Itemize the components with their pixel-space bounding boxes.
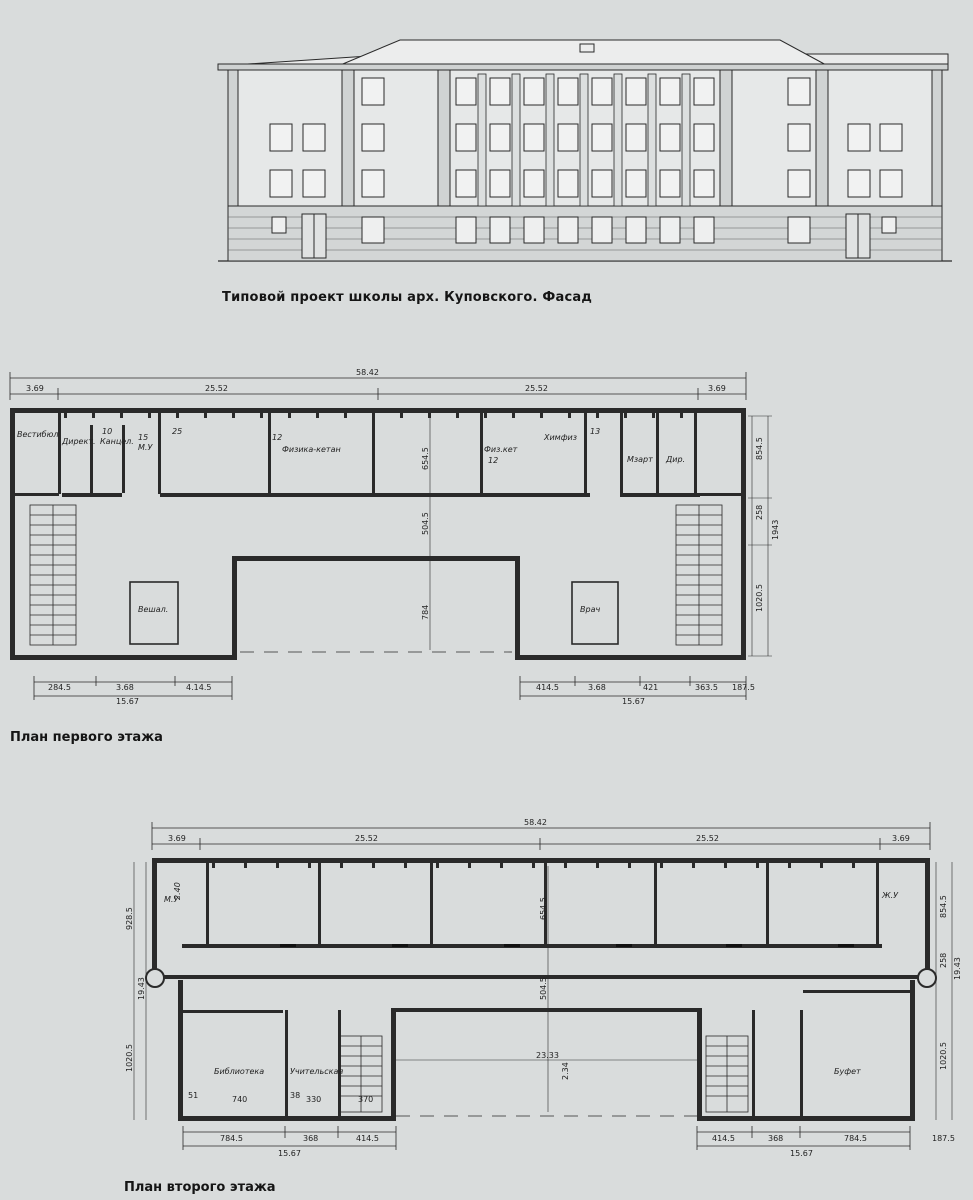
p1-room-store: Мзарт <box>627 455 653 464</box>
p1-dim-top-2: 25.52 <box>205 384 228 393</box>
p2-dim-top-3: 25.52 <box>696 834 719 843</box>
p2-room-wc-left: М.У <box>164 895 179 904</box>
p1-dim-bl-4: 15.67 <box>116 697 139 706</box>
p2-dim-room-3: 38 <box>290 1091 300 1100</box>
p2-dim-br-3: 784.5 <box>844 1134 867 1143</box>
p2-dim-bl-2: 368 <box>303 1134 318 1143</box>
p1-dim-inner-3: 784 <box>421 605 430 620</box>
p1-dim-bl-2: 3.68 <box>116 683 134 692</box>
p1-room-wc: М.У <box>138 443 153 452</box>
p2-dim-bl-3: 414.5 <box>356 1134 379 1143</box>
p2-dim-right-1: 854.5 <box>939 895 948 918</box>
p1-room-num-6: 13 <box>590 427 600 436</box>
p1-dim-inner-2: 504.5 <box>421 512 430 535</box>
p1-room-physics: Физ.кет <box>484 445 518 454</box>
p2-dim-inner-4: 2.34 <box>561 1062 570 1080</box>
p1-room-director: Директ. <box>61 437 95 446</box>
first-floor-caption: План первого этажа <box>10 730 163 745</box>
p2-dim-room-1: 51 <box>188 1091 198 1100</box>
p2-dim-left-1: 928.5 <box>125 907 134 930</box>
p1-dim-br-5: 187.5 <box>732 683 755 692</box>
p2-room-library: Библиотека <box>214 1067 264 1076</box>
p1-room-office: Канцел. <box>100 437 134 446</box>
second-floor-plan: 58.42 3.69 25.52 25.52 3.69 <box>125 818 962 1158</box>
facade-elevation <box>217 39 952 262</box>
p1-dim-top-3: 25.52 <box>525 384 548 393</box>
p1-dim-br-3: 421 <box>643 683 658 692</box>
p1-dim-br-2: 3.68 <box>588 683 606 692</box>
p2-dim-room-2: 740 <box>232 1095 247 1104</box>
p1-dim-right-2: 258 <box>755 505 764 520</box>
second-floor-caption: План второго этажа <box>124 1180 276 1195</box>
facade-caption: Типовой проект школы арх. Куповского. Фа… <box>222 290 593 305</box>
p2-dim-right-2: 258 <box>939 953 948 968</box>
p2-dim-inner-3: 23.33 <box>536 1051 559 1060</box>
p2-dim-bl-4: 15.67 <box>278 1149 301 1158</box>
p2-dim-right-4: 1020.5 <box>939 1042 948 1070</box>
p2-dim-br-2: 368 <box>768 1134 783 1143</box>
p1-room-num-4: 12 <box>272 433 282 442</box>
p1-room-num-3: 25 <box>172 427 182 436</box>
p2-small-label: 2.40 <box>173 882 182 900</box>
p1-dim-br-4: 363.5 <box>695 683 718 692</box>
p2-dim-right-3: 19.43 <box>953 957 962 980</box>
p2-room-buffet: Буфет <box>834 1067 861 1076</box>
p2-dim-inner-2: 504.5 <box>539 977 548 1000</box>
p1-room-doctor: Врач <box>580 605 600 614</box>
p1-dim-bl-1: 284.5 <box>48 683 71 692</box>
p1-room-num-2: 15 <box>138 433 148 442</box>
p2-room-wc-right: Ж.У <box>881 891 899 900</box>
p2-dim-br-4: 15.67 <box>790 1149 813 1158</box>
p2-dim-br-5: 187.5 <box>932 1134 955 1143</box>
p1-dim-right-4: 1020.5 <box>755 584 764 612</box>
p2-dim-br-1: 414.5 <box>712 1134 735 1143</box>
p1-dim-bl-3: 4.14.5 <box>186 683 211 692</box>
p1-room-vestibule: Вестибюл <box>17 430 58 439</box>
p1-dim-right-1: 854.5 <box>755 437 764 460</box>
p1-dim-br-1: 414.5 <box>536 683 559 692</box>
p1-dim-top-1: 3.69 <box>26 384 44 393</box>
p1-room-biology: Физика-кетан <box>282 445 341 454</box>
p1-room-chemistry: Химфиз <box>543 433 577 442</box>
p1-dim-overall: 58.42 <box>356 368 379 377</box>
p2-dim-inner-1: 654.5 <box>539 897 548 920</box>
p1-dim-inner-1: 654.5 <box>421 447 430 470</box>
first-floor-plan: 58.42 3.69 25.52 25.52 3.69 <box>9 368 780 706</box>
p2-dim-top-2: 25.52 <box>355 834 378 843</box>
p1-dim-br-6: 15.67 <box>622 697 645 706</box>
p2-dim-left-3: 1020.5 <box>125 1044 134 1072</box>
p1-dim-top-4: 3.69 <box>708 384 726 393</box>
p2-dim-room-4: 330 <box>306 1095 321 1104</box>
p2-dim-bl-1: 784.5 <box>220 1134 243 1143</box>
p2-dim-room-5: 370 <box>358 1095 373 1104</box>
p2-dim-top-4: 3.69 <box>892 834 910 843</box>
p2-dim-top-1: 3.69 <box>168 834 186 843</box>
p1-room-cloakroom: Вешал. <box>138 605 168 614</box>
p2-dim-overall: 58.42 <box>524 818 547 827</box>
p1-room-num-5: 12 <box>488 456 498 465</box>
p1-room-num-1: 10 <box>102 427 112 436</box>
p1-dim-right-3: 1943 <box>771 520 780 540</box>
p2-room-teachers: Учительская <box>290 1067 343 1076</box>
p2-dim-left-2: 19.43 <box>137 977 146 1000</box>
p1-room-physician: Дир. <box>665 455 685 464</box>
